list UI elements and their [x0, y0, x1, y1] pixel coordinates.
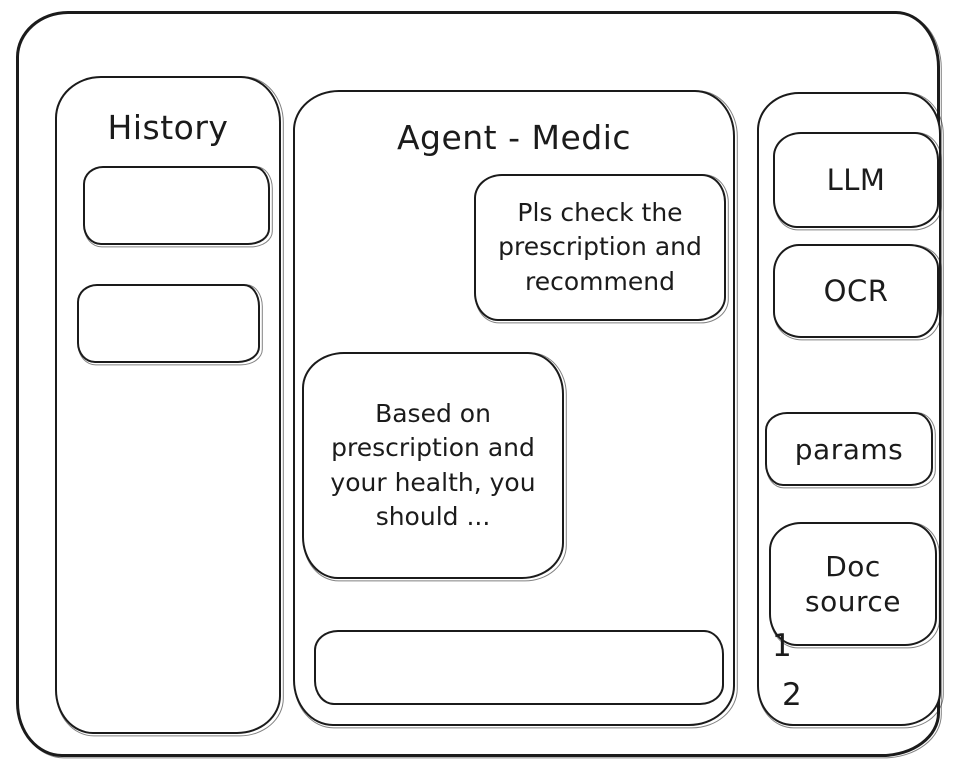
user-message-bubble: Pls check the prescription and recommend [474, 174, 726, 321]
app-window-frame: History Agent - Medic Pls check the pres… [16, 11, 941, 757]
params-button[interactable]: params [765, 412, 933, 486]
llm-button[interactable]: LLM [773, 132, 939, 228]
tools-panel: LLM OCR params Doc source 1 2 [757, 92, 941, 726]
history-panel: History [55, 76, 281, 734]
history-item-1[interactable] [83, 166, 270, 245]
user-message-text: Pls check the prescription and recommend [498, 197, 702, 296]
assistant-message-text: Based on prescription and your health, y… [330, 398, 536, 532]
assistant-message-bubble: Based on prescription and your health, y… [302, 352, 564, 579]
message-input[interactable] [314, 630, 724, 705]
history-title: History [107, 108, 229, 147]
doc-source-item-2[interactable]: 2 [782, 677, 802, 713]
doc-source-list: 1 2 [772, 622, 812, 720]
doc-source-item-1[interactable]: 1 [772, 628, 792, 664]
chat-panel: Agent - Medic Pls check the prescription… [293, 90, 735, 726]
chat-title: Agent - Medic [396, 118, 632, 157]
history-item-2[interactable] [77, 284, 260, 363]
ocr-button[interactable]: OCR [773, 244, 939, 338]
doc-source-button[interactable]: Doc source [769, 522, 937, 646]
